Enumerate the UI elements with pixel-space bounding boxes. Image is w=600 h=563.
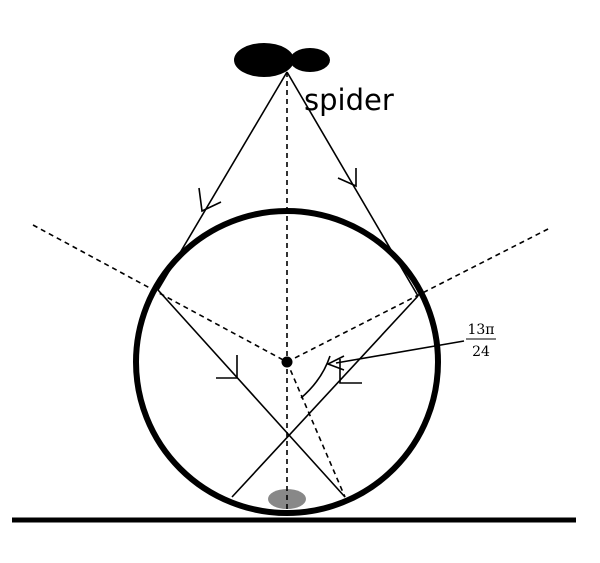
center-point xyxy=(281,356,293,368)
spider-icon xyxy=(234,43,330,77)
angle-pointer-arrowhead xyxy=(326,355,345,371)
sphere-circle xyxy=(133,208,441,516)
arrow-left-incident xyxy=(198,187,222,213)
left-normal-dashed xyxy=(32,224,288,363)
angle-label: 13π 24 xyxy=(466,322,496,360)
inner-dashed-line xyxy=(286,361,346,498)
angle-arc xyxy=(300,355,331,399)
spider-label: spider xyxy=(304,83,394,117)
arrow-left-reflected xyxy=(216,355,238,379)
right-reflected-ray xyxy=(231,295,419,498)
angle-numerator: 13π xyxy=(467,322,494,338)
right-normal-dashed xyxy=(286,227,551,363)
angle-pointer-line xyxy=(335,340,465,364)
arrow-right-incident xyxy=(337,168,357,188)
left-reflected-ray xyxy=(157,289,346,498)
angle-denominator: 24 xyxy=(472,344,490,360)
arrow-right-reflected xyxy=(339,359,362,384)
